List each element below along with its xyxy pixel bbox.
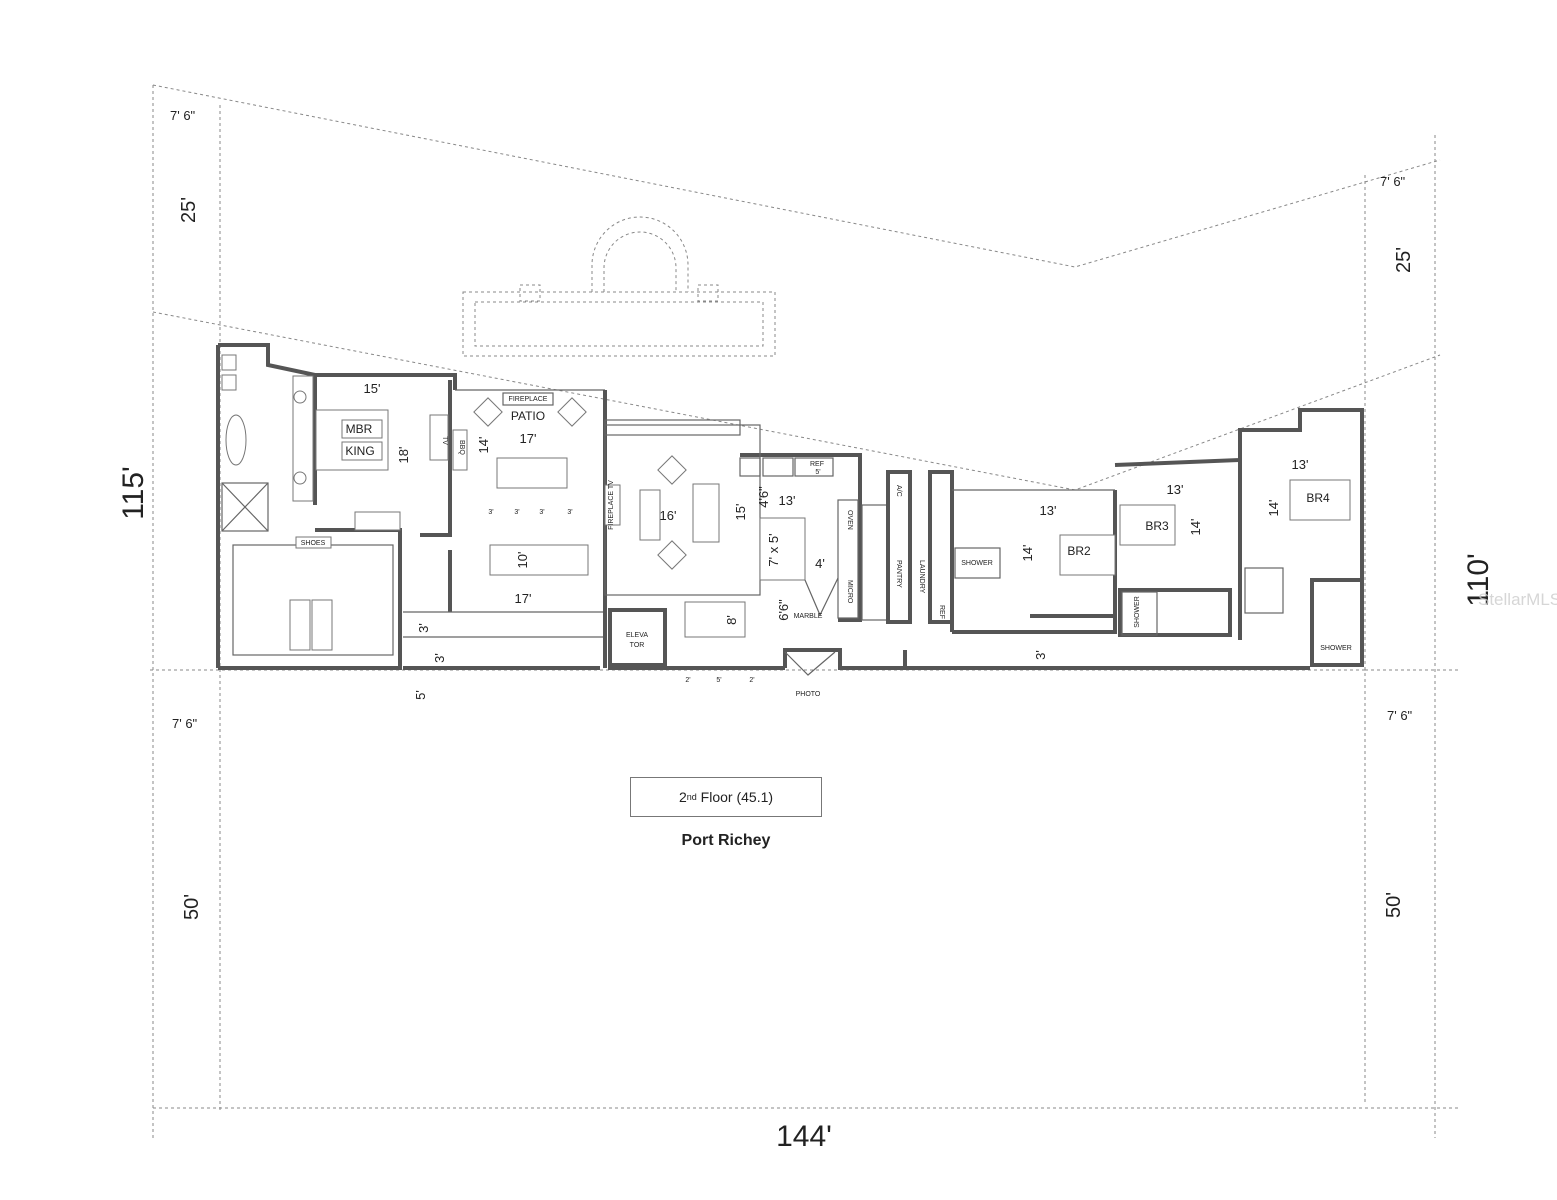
pool <box>462 216 776 357</box>
svg-text:BR3: BR3 <box>1145 519 1169 533</box>
svg-text:5': 5' <box>716 677 721 684</box>
svg-text:3': 3' <box>416 623 431 633</box>
svg-text:17': 17' <box>515 591 532 606</box>
island <box>759 517 806 581</box>
svg-text:16': 16' <box>660 508 677 523</box>
svg-text:OVEN: OVEN <box>846 510 853 530</box>
patio-table <box>496 457 568 489</box>
svg-text:13': 13' <box>779 493 796 508</box>
watermark: StellarMLS <box>1478 590 1557 609</box>
svg-text:BR2: BR2 <box>1067 544 1091 558</box>
dim-right-top: 25' <box>1393 247 1415 273</box>
breakfast-table <box>684 601 746 638</box>
svg-text:REF: REF <box>938 605 945 619</box>
dim-left-bottom: 50' <box>181 894 203 920</box>
dim-left-top-small: 7' 6" <box>170 108 196 123</box>
svg-text:MICRO: MICRO <box>846 580 853 604</box>
svg-text:14': 14' <box>1188 519 1203 536</box>
svg-text:18': 18' <box>396 447 411 464</box>
svg-text:SHOWER: SHOWER <box>1320 645 1352 652</box>
svg-text:PANTRY: PANTRY <box>895 560 902 588</box>
svg-text:MBR: MBR <box>346 422 373 436</box>
dim-left-top: 25' <box>178 197 200 223</box>
svg-text:SHOWER: SHOWER <box>961 560 993 567</box>
svg-text:8': 8' <box>724 615 739 625</box>
svg-text:FIREPLACE: FIREPLACE <box>509 396 548 403</box>
svg-text:4'6": 4'6" <box>756 486 771 508</box>
svg-text:SHOES: SHOES <box>301 540 326 547</box>
room-labels: 15' MBR KING 18' FIREPLACE PATIO 17' 14'… <box>301 381 1352 700</box>
svg-text:7' x 5': 7' x 5' <box>766 533 781 566</box>
svg-text:TOR: TOR <box>630 642 645 649</box>
floor-number: 2 <box>678 789 687 805</box>
svg-text:TV: TV <box>441 436 448 445</box>
floor-label: Floor (45.1) <box>696 789 774 805</box>
svg-text:REF: REF <box>810 461 824 468</box>
bed-icon <box>315 409 389 471</box>
svg-text:5': 5' <box>815 469 820 476</box>
dim-right-depth: 110' <box>1462 553 1495 607</box>
svg-text:6'6": 6'6" <box>776 599 791 621</box>
bathtub-icon <box>225 414 247 466</box>
svg-text:ELEVA: ELEVA <box>626 632 648 639</box>
furniture <box>221 354 1351 676</box>
svg-text:PHOTO: PHOTO <box>796 691 821 698</box>
dim-right-bottom-small: 7' 6" <box>1387 708 1413 723</box>
svg-text:14': 14' <box>1020 545 1035 562</box>
svg-text:5': 5' <box>413 690 428 700</box>
dim-right-top-small: 7' 6" <box>1380 174 1406 189</box>
svg-text:3': 3' <box>567 509 572 516</box>
svg-text:3': 3' <box>1033 650 1048 660</box>
svg-text:13': 13' <box>1167 482 1184 497</box>
svg-text:2': 2' <box>685 677 690 684</box>
svg-text:3': 3' <box>539 509 544 516</box>
svg-text:SHOWER: SHOWER <box>1134 596 1141 628</box>
svg-text:BBQ: BBQ <box>458 440 465 455</box>
dim-left-depth: 115' <box>117 466 150 520</box>
svg-text:4': 4' <box>815 556 825 571</box>
svg-text:LAUNDRY: LAUNDRY <box>918 560 925 594</box>
location-title: Port Richey <box>681 832 771 849</box>
dim-overall-width: 144' <box>776 1120 832 1153</box>
svg-text:FIREPLACE TV: FIREPLACE TV <box>608 480 615 530</box>
svg-text:14': 14' <box>1266 500 1281 517</box>
dim-right-bottom: 50' <box>1383 892 1405 918</box>
svg-text:13': 13' <box>1292 457 1309 472</box>
svg-text:PATIO: PATIO <box>511 409 545 423</box>
svg-text:15': 15' <box>364 381 381 396</box>
svg-text:3': 3' <box>514 509 519 516</box>
svg-text:3': 3' <box>432 653 447 663</box>
svg-text:BR4: BR4 <box>1306 491 1330 505</box>
floor-suffix: nd <box>686 792 697 802</box>
dim-left-bottom-small: 7' 6" <box>172 716 198 731</box>
svg-text:3': 3' <box>488 509 493 516</box>
svg-text:17': 17' <box>520 431 537 446</box>
svg-text:15': 15' <box>733 504 748 521</box>
svg-text:A/C: A/C <box>895 485 902 497</box>
svg-text:2': 2' <box>749 677 754 684</box>
svg-text:KING: KING <box>345 444 374 458</box>
svg-text:13': 13' <box>1040 503 1057 518</box>
svg-text:10': 10' <box>515 552 530 569</box>
svg-text:MARBLE: MARBLE <box>794 613 823 620</box>
svg-text:14': 14' <box>476 437 491 454</box>
dining-table <box>489 544 589 576</box>
